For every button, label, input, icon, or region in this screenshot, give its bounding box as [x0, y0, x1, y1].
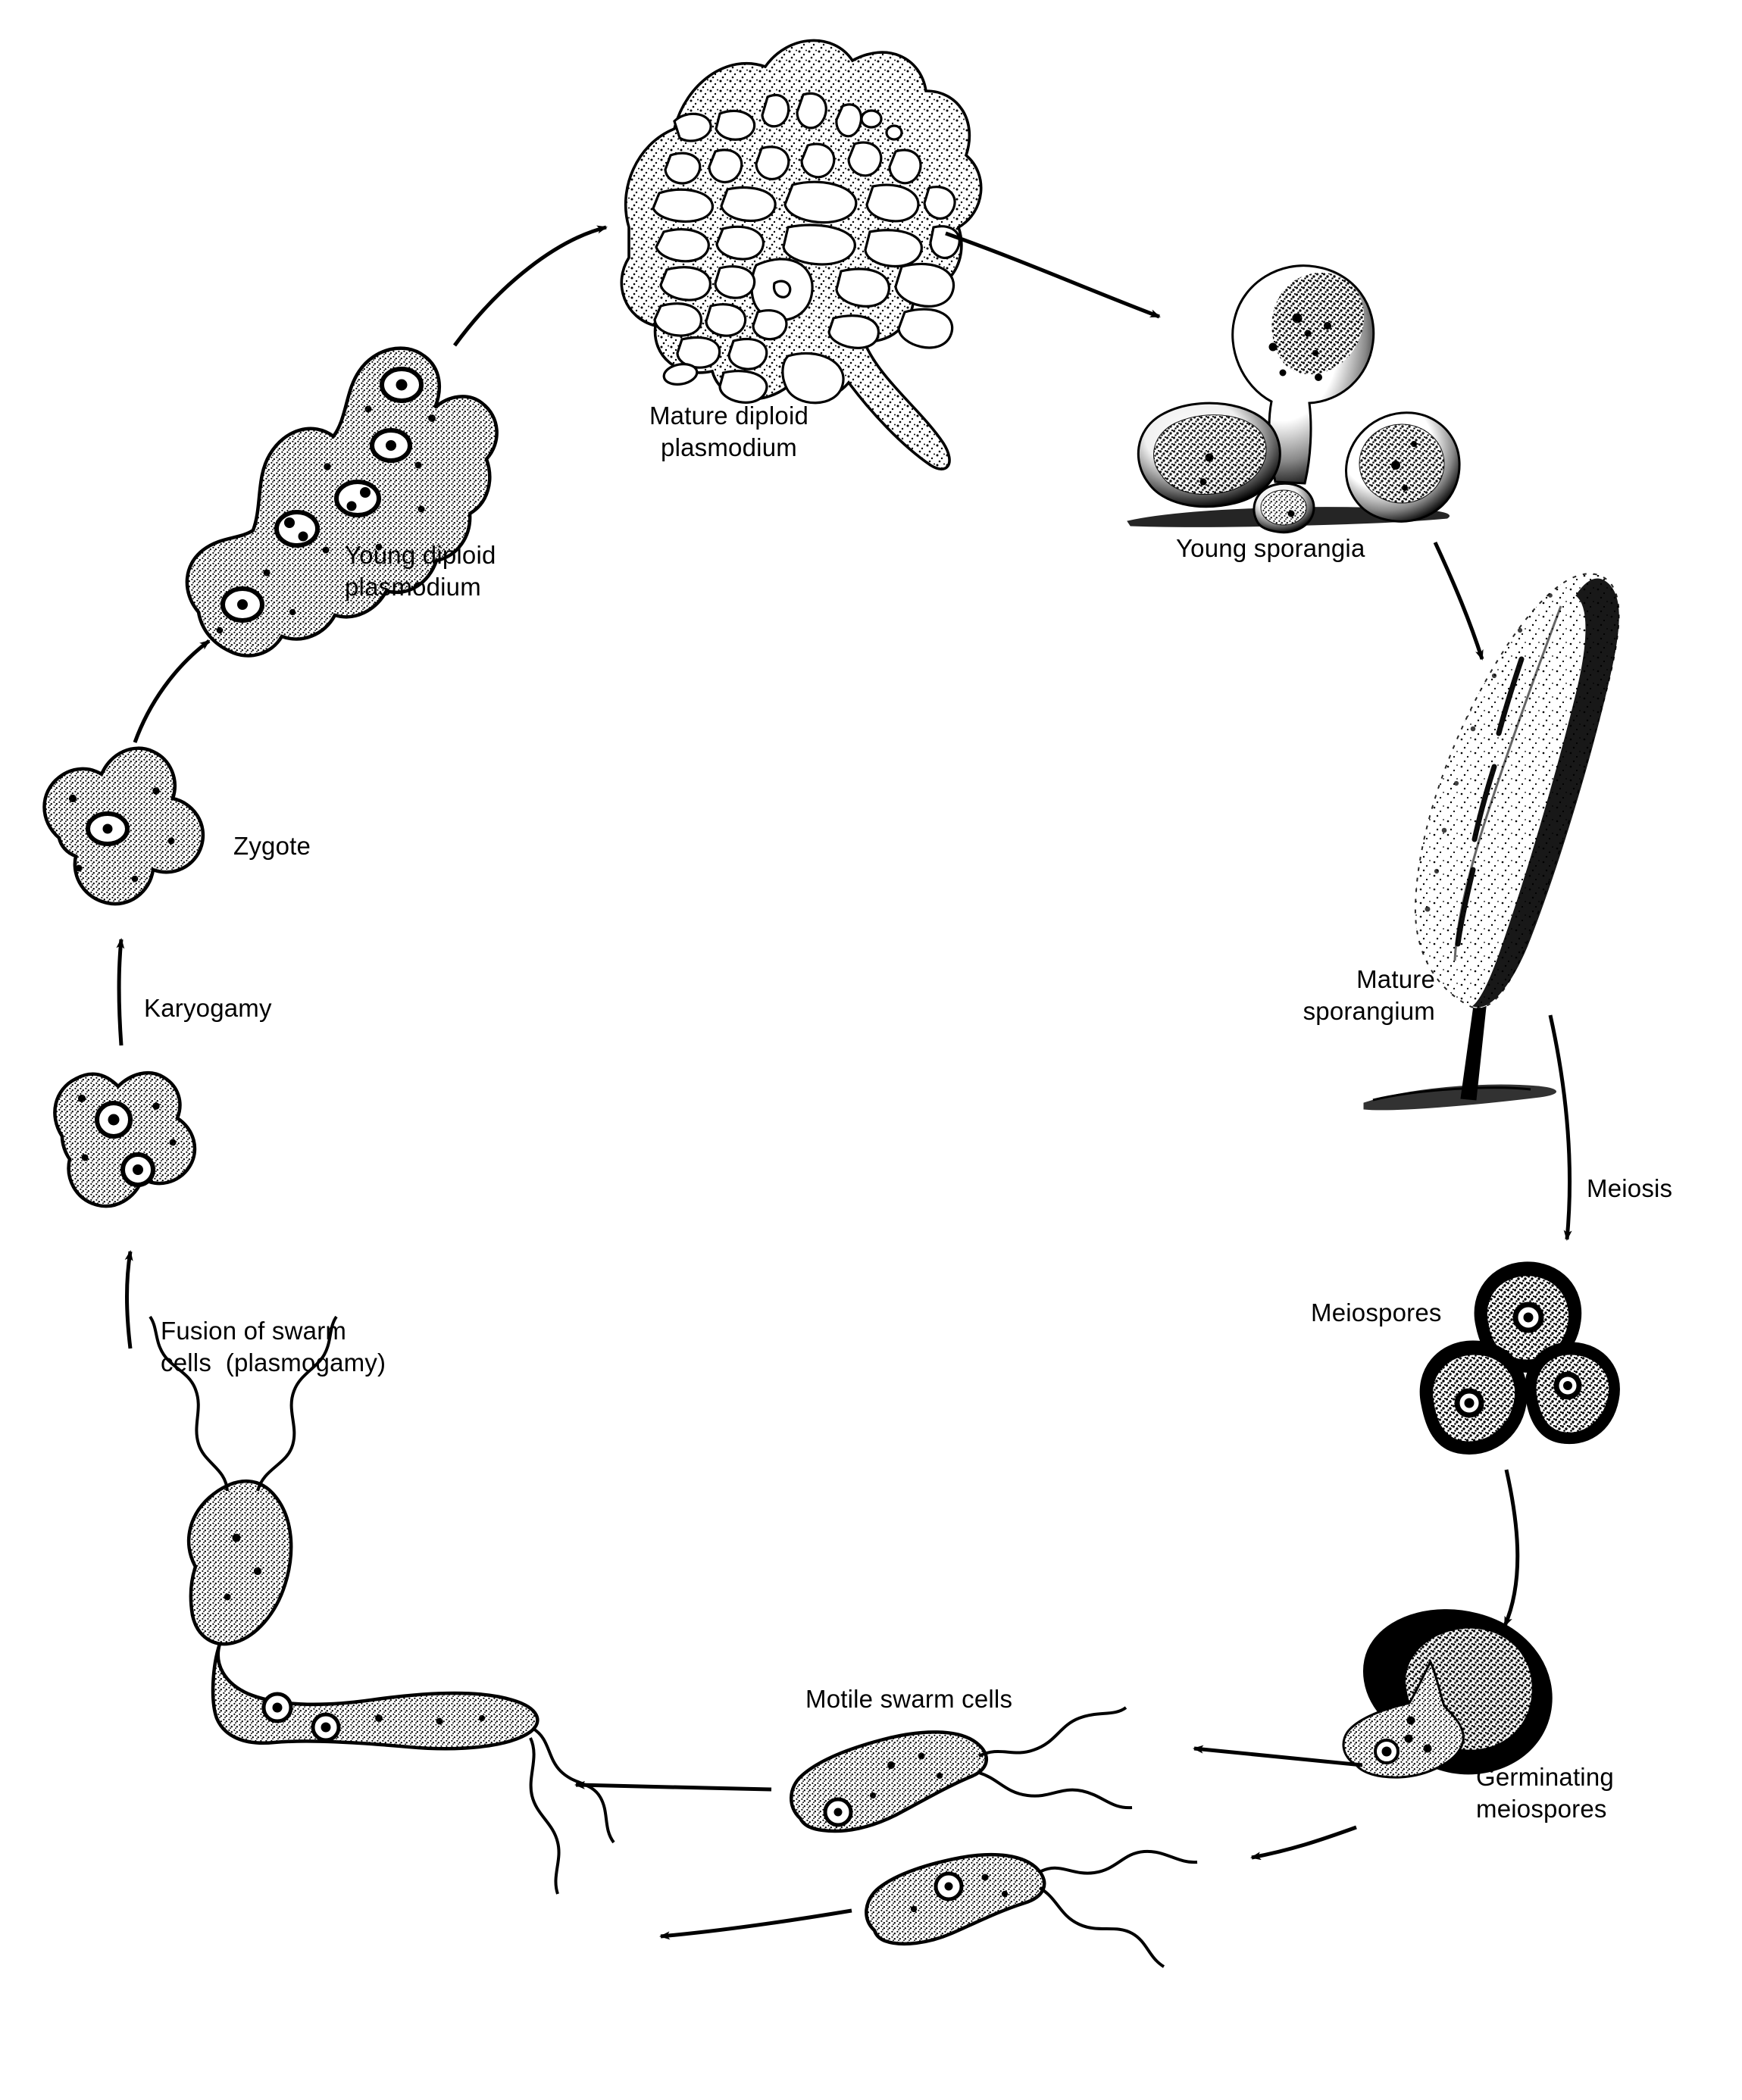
- label-mature-sporangium: Mature sporangium: [1303, 965, 1435, 1025]
- label-meiosis: Meiosis: [1587, 1174, 1673, 1202]
- motile-swarm-cell-illustration-1: [790, 1706, 1133, 1833]
- arrow-swarm-2-to-fusion: [659, 1908, 852, 1940]
- process-arrows: [116, 225, 1572, 1940]
- arrow-meiospores-to-germinating: [1503, 1469, 1520, 1627]
- germinating-meiospores-illustration: [1342, 1609, 1553, 1779]
- label-young-sporangia: Young sporangia: [1176, 534, 1365, 562]
- label-karyogamy: Karyogamy: [144, 994, 272, 1022]
- arrow-karyogamy: [116, 938, 125, 1046]
- label-zygote: Zygote: [233, 832, 311, 860]
- label-young-diploid-plasmodium: Young diploid plasmodium: [345, 541, 496, 601]
- mature-sporangium-illustration: [1363, 573, 1620, 1111]
- arrow-meiosis: [1548, 1014, 1572, 1241]
- label-germinating-meiospores: Germinating meiospores: [1476, 1763, 1614, 1823]
- arrow-germinating-to-swarm-2: [1250, 1825, 1357, 1861]
- young-diploid-plasmodium-illustration: [185, 346, 499, 658]
- label-mature-diploid-plasmodium: Mature diploid plasmodium: [649, 402, 809, 461]
- arrow-fusion-to-binucleate: [124, 1250, 133, 1349]
- label-motile-swarm-cells: Motile swarm cells: [805, 1685, 1013, 1713]
- meiospores-illustration: [1419, 1261, 1620, 1455]
- arrow-sporangia-to-mature-sporangium: [1433, 541, 1484, 661]
- arrow-swarm-1-to-fusion: [574, 1780, 772, 1792]
- zygote-illustration: [42, 746, 205, 906]
- binucleate-cell-illustration: [53, 1070, 197, 1208]
- arrow-zygote-to-young-plasmodium: [133, 639, 211, 743]
- motile-swarm-cell-illustration-2: [865, 1849, 1198, 1968]
- fusion-of-swarm-cells-illustration: [149, 1315, 615, 1895]
- mature-diploid-plasmodium-illustration: [620, 39, 983, 470]
- label-fusion-of-swarm-cells: Fusion of swarm cells (plasmogamy): [161, 1317, 386, 1377]
- arrow-germinating-to-swarm-1: [1193, 1745, 1363, 1767]
- young-sporangia-illustration: [1127, 264, 1461, 534]
- label-meiospores: Meiospores: [1311, 1298, 1442, 1327]
- arrow-mature-plasmodium-to-sporangia: [945, 231, 1161, 319]
- arrow-young-to-mature-plasmodium: [452, 225, 608, 347]
